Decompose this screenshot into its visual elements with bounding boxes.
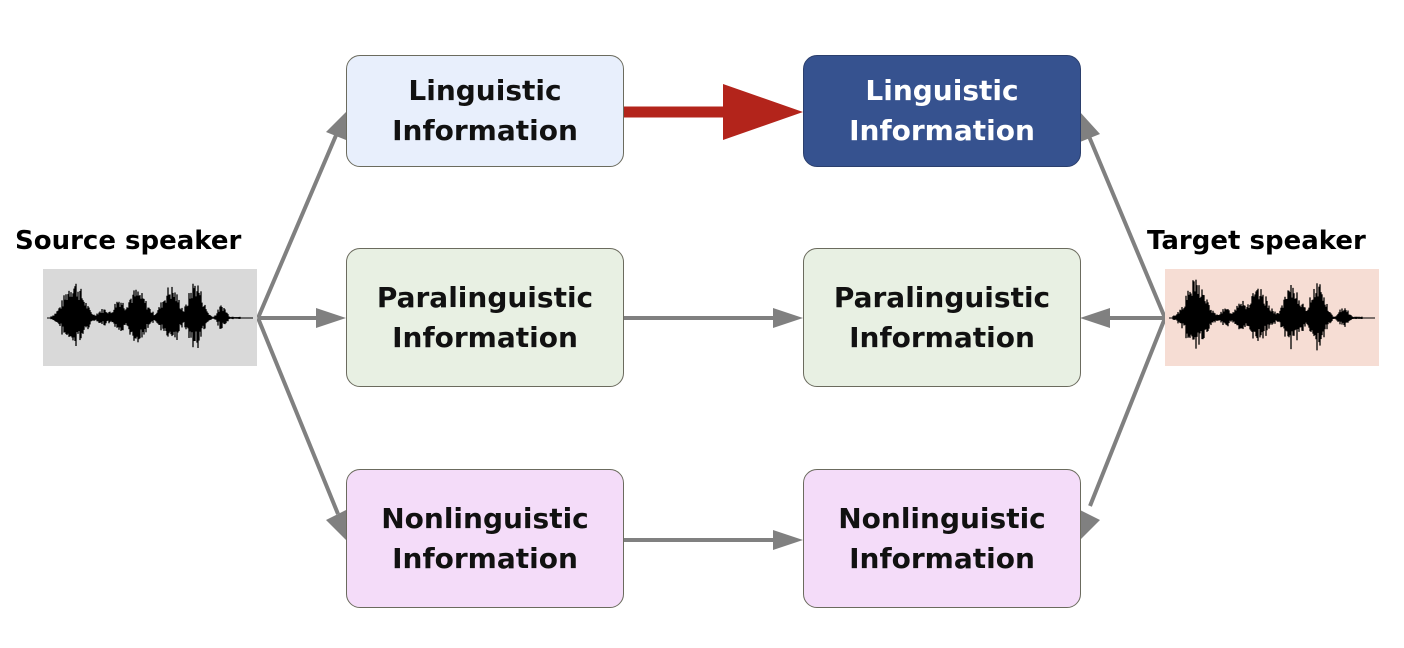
box-label: Linguistic [865,74,1019,107]
source-linguistic-box: Linguistic Information [346,55,624,167]
arrow-target-to-linguistic [1086,133,1167,319]
target-linguistic-box: Linguistic Information [803,55,1081,167]
box-label: Paralinguistic [833,280,1051,314]
box-label: Information [392,114,578,147]
box-label: Nonlinguistic [838,501,1046,535]
arrowhead [1080,308,1110,328]
box-label: Information [392,541,578,575]
arrow-source-to-linguistic [256,125,342,319]
highlight-arrowhead [723,84,803,140]
box-label: Information [849,114,1035,147]
target-paralinguistic-box: Paralinguistic Information [803,248,1081,387]
box-label: Linguistic [408,74,562,107]
arrowhead [1080,112,1100,142]
box-label: Information [849,320,1035,354]
target-waveform [1165,269,1379,366]
source-paralinguistic-box: Paralinguistic Information [346,248,624,387]
arrow-source-to-nonlinguistic [256,317,340,515]
arrowhead [773,308,803,328]
box-label: Information [392,320,578,354]
arrowhead [326,510,346,540]
target-speaker-label: Target speaker [1147,226,1366,256]
box-label: Nonlinguistic [381,501,589,535]
arrow-target-to-nonlinguistic [1088,317,1167,507]
arrowhead [773,530,803,550]
arrowhead [1080,510,1100,540]
source-speaker-label: Source speaker [15,226,242,256]
arrowhead [326,112,346,140]
target-nonlinguistic-box: Nonlinguistic Information [803,469,1081,608]
source-waveform [43,269,257,366]
source-nonlinguistic-box: Nonlinguistic Information [346,469,624,608]
box-label: Information [849,541,1035,575]
box-label: Paralinguistic [376,280,594,314]
arrowhead [316,308,346,328]
